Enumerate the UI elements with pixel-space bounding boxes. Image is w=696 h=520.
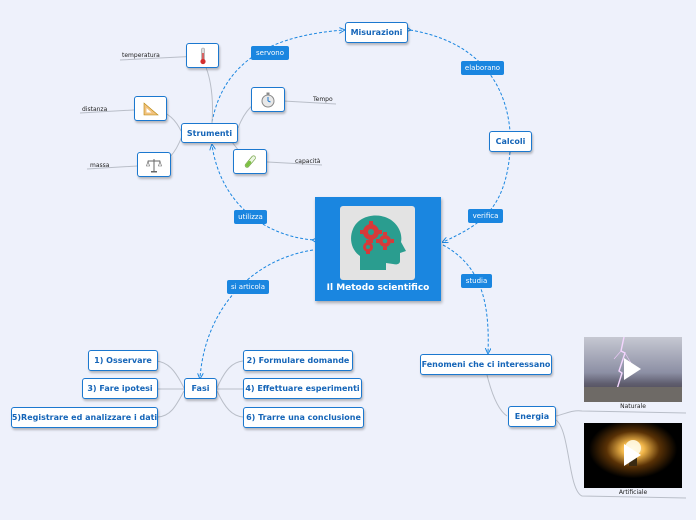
- branch-fase2: [217, 361, 243, 388]
- media-caption-naturale: Naturale: [584, 403, 682, 410]
- tool-node-distanza[interactable]: [134, 96, 167, 121]
- play-icon[interactable]: [624, 444, 641, 466]
- branch-fase1: [156, 361, 184, 388]
- node-fase-3[interactable]: 3) Fare ipotesi: [82, 378, 158, 399]
- node-misurazioni[interactable]: Misurazioni: [345, 22, 408, 43]
- node-fase-6[interactable]: 6) Trarre una conclusione: [243, 407, 364, 428]
- relation-tag-studia[interactable]: studia: [461, 274, 492, 288]
- node-strumenti[interactable]: Strumenti: [181, 123, 238, 143]
- balance-scale-icon: [146, 157, 162, 173]
- tool-node-massa[interactable]: [137, 152, 171, 177]
- tool-label-distanza: distanza: [82, 106, 107, 114]
- thermometer-icon: [197, 47, 209, 65]
- tool-label-temperatura: temperatura: [122, 52, 160, 60]
- node-fasi[interactable]: Fasi: [184, 378, 217, 399]
- test-tube-icon: [242, 154, 258, 170]
- set-square-icon: [143, 102, 159, 116]
- media-artificiale[interactable]: Artificiale: [584, 423, 682, 498]
- tool-node-capacita[interactable]: [233, 149, 267, 174]
- branch-fase5: [158, 391, 184, 417]
- arc-central-fenomeni: [443, 245, 488, 353]
- node-fase-1[interactable]: 1) Osservare: [88, 350, 158, 371]
- node-fase-2[interactable]: 2) Formulare domande: [243, 350, 353, 371]
- node-fase-5[interactable]: 5)Registrare ed analizzare i dati: [11, 407, 158, 428]
- arc-calcoli-central: [443, 152, 510, 242]
- tool-label-tempo: Tempo: [313, 96, 333, 104]
- branch-energia: [487, 375, 507, 416]
- branch-fase6: [217, 391, 243, 417]
- central-topic-title: Il Metodo scientifico: [315, 283, 441, 293]
- media-caption-artificiale: Artificiale: [584, 489, 682, 496]
- arc-misurazioni-calcoli: [410, 30, 510, 131]
- head-gears-icon: [340, 206, 415, 280]
- node-fase-4[interactable]: 4) Effettuare esperimenti: [243, 378, 362, 399]
- play-icon[interactable]: [624, 358, 641, 380]
- relation-tag-utilizza[interactable]: utilizza: [234, 210, 267, 224]
- relation-tag-si-articola[interactable]: si articola: [227, 280, 269, 294]
- relation-tag-verifica[interactable]: verifica: [468, 209, 503, 223]
- central-topic[interactable]: Il Metodo scientifico: [315, 197, 441, 301]
- relation-tag-elaborano[interactable]: elaborano: [461, 61, 504, 75]
- node-fenomeni[interactable]: Fenomeni che ci interessano: [420, 354, 552, 375]
- media-naturale[interactable]: Naturale: [584, 337, 682, 413]
- relation-tag-servono[interactable]: servono: [251, 46, 289, 60]
- tool-label-massa: massa: [90, 162, 109, 170]
- node-energia[interactable]: Energia: [508, 406, 556, 427]
- tool-label-capacita: capacità: [295, 158, 320, 166]
- node-calcoli[interactable]: Calcoli: [489, 131, 532, 152]
- tool-node-tempo[interactable]: [251, 87, 285, 112]
- tool-node-temperatura[interactable]: [186, 43, 219, 68]
- stopwatch-icon: [260, 92, 276, 108]
